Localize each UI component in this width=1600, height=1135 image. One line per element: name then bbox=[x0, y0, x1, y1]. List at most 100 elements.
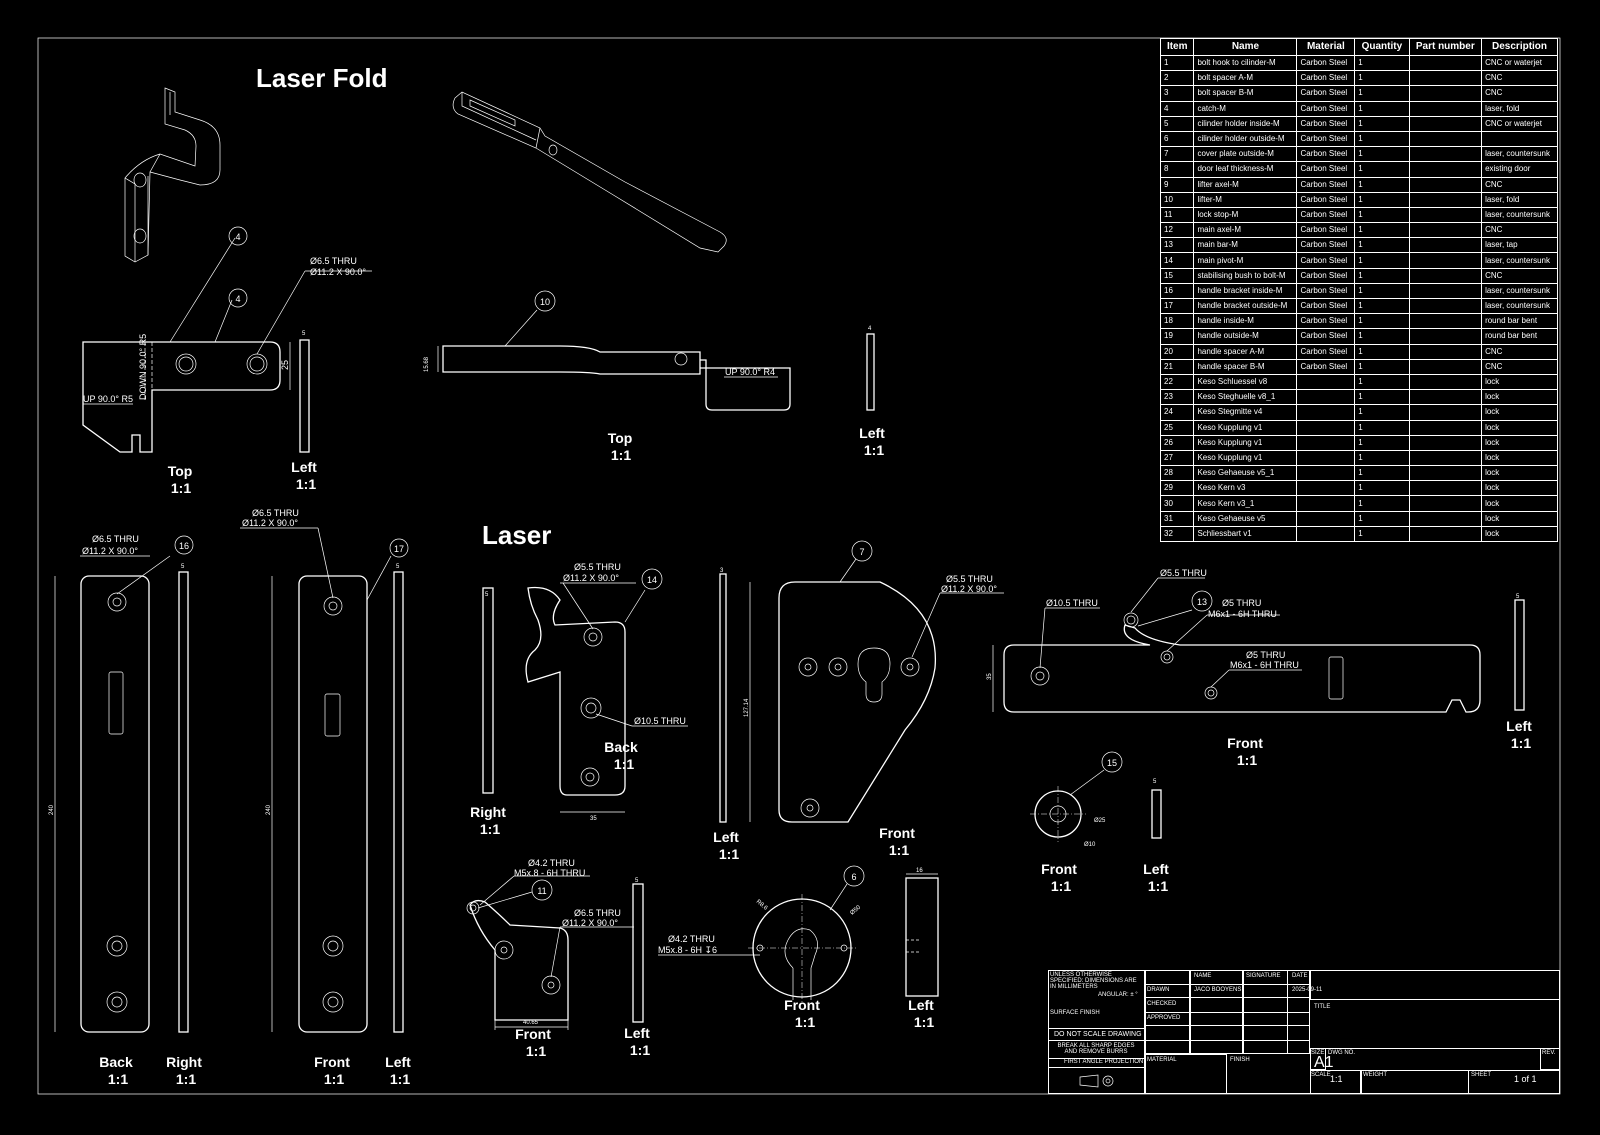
bom-cell: Carbon Steel bbox=[1296, 343, 1356, 360]
dim-5c: 5 bbox=[396, 564, 400, 570]
tb-break-edges: BREAK ALL SHARP EDGES AND REMOVE BURRS bbox=[1057, 1043, 1135, 1055]
svg-text:10: 10 bbox=[540, 297, 550, 307]
bom-cell bbox=[1296, 480, 1356, 497]
bom-header-cell: Name bbox=[1193, 38, 1298, 56]
view-label-lockstop-left: Left bbox=[624, 1025, 650, 1041]
bom-cell: 1 bbox=[1354, 85, 1410, 102]
bom-cell bbox=[1481, 130, 1558, 148]
bom-cell: Carbon Steel bbox=[1296, 70, 1356, 87]
bom-cell: CNC bbox=[1481, 222, 1558, 239]
bom-cell: 24 bbox=[1159, 404, 1195, 421]
bom-cell: lock bbox=[1481, 419, 1558, 436]
bom-header-cell: Material bbox=[1296, 38, 1356, 56]
bom-cell: 1 bbox=[1354, 297, 1410, 315]
lock-stop-front-view: 40.65 Ø4.2 THRU M5x.8 - 6H THRU Ø6.5 THR… bbox=[466, 858, 634, 1030]
bom-header-cell: Part number bbox=[1408, 38, 1483, 56]
balloon-14: 14 bbox=[641, 568, 663, 590]
bom-cell: 11 bbox=[1159, 206, 1195, 224]
view-label-lifter-left: Left bbox=[859, 425, 885, 441]
dim-25: 25 bbox=[280, 360, 290, 370]
balloon-17: 17 bbox=[389, 538, 409, 558]
tb-drawn-date: 2025-09-11 bbox=[1292, 987, 1323, 993]
dim-5a: 5 bbox=[302, 331, 306, 337]
bom-cell: 1 bbox=[1354, 206, 1410, 224]
bom-cell bbox=[1408, 237, 1483, 254]
bom-cell: Keso Stegmitte v4 bbox=[1193, 404, 1298, 421]
bom-cell: laser, tap bbox=[1481, 237, 1558, 254]
view-scale-cover-left: 1:1 bbox=[719, 846, 739, 862]
bom-cell: lock bbox=[1481, 480, 1558, 497]
tb-col-name: NAME bbox=[1194, 973, 1212, 979]
bom-cell: Carbon Steel bbox=[1296, 313, 1356, 330]
bom-cell bbox=[1408, 465, 1483, 482]
dim-40-65: 40.65 bbox=[523, 1020, 539, 1026]
bom-cell: cover plate outside-M bbox=[1193, 146, 1298, 163]
bom-cell: 14 bbox=[1159, 252, 1195, 269]
bom-cell: laser, countersunk bbox=[1481, 206, 1558, 224]
tb-size-label: SIZE bbox=[1311, 1050, 1325, 1056]
bush-left-view: 5 bbox=[1151, 779, 1162, 839]
bom-cell: CNC bbox=[1481, 85, 1558, 102]
view-scale-lifter-top: 1:1 bbox=[611, 447, 631, 463]
dim-5b: 5 bbox=[181, 564, 185, 570]
view-scale-hbi-right: 1:1 bbox=[176, 1071, 196, 1087]
view-label-hbi-back: Back bbox=[99, 1054, 133, 1070]
dim-10: Ø10 bbox=[1084, 842, 1096, 848]
callout-c6a: Ø5.5 THRU bbox=[946, 574, 993, 584]
bom-cell: Keso Gehaeuse v5_1 bbox=[1193, 465, 1298, 482]
svg-text:4: 4 bbox=[235, 294, 240, 304]
bom-cell: handle bracket outside-M bbox=[1193, 297, 1298, 315]
bom-cell: 30 bbox=[1159, 495, 1195, 512]
bom-cell: Carbon Steel bbox=[1296, 222, 1356, 239]
tb-drawn-name: JACO BOOYENS bbox=[1194, 987, 1242, 993]
bom-cell: 25 bbox=[1159, 419, 1195, 436]
dim-240a: 240 bbox=[49, 804, 55, 815]
view-label-catch-top: Top bbox=[168, 463, 193, 479]
tb-size-value: A1 bbox=[1314, 1054, 1334, 1071]
balloon-6: 6 bbox=[843, 865, 865, 887]
svg-text:4: 4 bbox=[235, 232, 240, 242]
dim-4: 4 bbox=[868, 326, 872, 332]
bom-cell bbox=[1408, 54, 1483, 72]
view-label-cover-left: Left bbox=[713, 829, 739, 845]
bom-cell bbox=[1408, 358, 1483, 375]
balloon-13: 13 bbox=[1191, 590, 1213, 612]
cilinder-holder-left-view: 16 bbox=[905, 868, 939, 997]
tb-title-label: TITLE bbox=[1314, 1004, 1331, 1010]
balloon-4a: 4 bbox=[228, 226, 248, 246]
callout-c12a: Ø6.5 THRU bbox=[574, 908, 621, 918]
view-scale-catch-top: 1:1 bbox=[171, 480, 191, 496]
bom-cell bbox=[1296, 434, 1356, 451]
bom-cell: lock bbox=[1481, 495, 1558, 512]
view-label-mainbar-left: Left bbox=[1506, 718, 1532, 734]
bom-cell: Carbon Steel bbox=[1296, 176, 1356, 193]
bom-cell bbox=[1296, 419, 1356, 436]
bom-cell: 1 bbox=[1354, 313, 1410, 330]
tb-material-label: MATERIAL bbox=[1147, 1057, 1177, 1063]
section-title-laser-fold: Laser Fold bbox=[256, 63, 387, 93]
bom-cell: 1 bbox=[1159, 54, 1195, 72]
callout-c2b: Ø11.2 X 90.0° bbox=[82, 546, 138, 556]
bom-cell: door leaf thickness-M bbox=[1193, 161, 1298, 178]
balloon-4b: 4 bbox=[228, 288, 248, 308]
bom-cell: main bar-M bbox=[1193, 237, 1298, 254]
bom-cell bbox=[1408, 252, 1483, 269]
bom-cell: 1 bbox=[1354, 495, 1410, 512]
bom-cell: Carbon Steel bbox=[1296, 146, 1356, 163]
bom-cell: handle spacer A-M bbox=[1193, 343, 1298, 360]
bom-cell: 12 bbox=[1159, 222, 1195, 239]
bom-cell: 1 bbox=[1354, 100, 1410, 117]
svg-text:17: 17 bbox=[394, 544, 404, 554]
view-label-cilinder-left: Left bbox=[908, 997, 934, 1013]
bom-header-cell: Description bbox=[1481, 38, 1558, 56]
bom-cell: 1 bbox=[1354, 130, 1410, 148]
handle-bracket-outside-front-view: 240 Ø6.5 THRU Ø11.2 X 90.0° bbox=[240, 508, 392, 1033]
bom-cell: lock bbox=[1481, 389, 1558, 406]
bom-cell: 8 bbox=[1159, 161, 1195, 178]
